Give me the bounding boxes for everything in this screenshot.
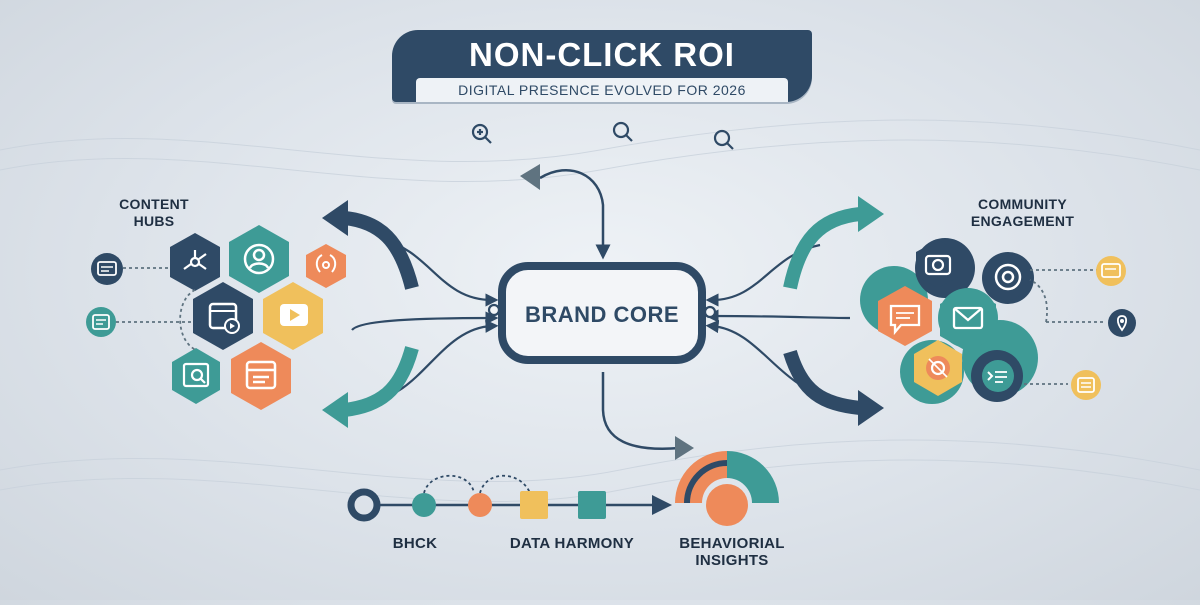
- bottom-timeline: [347, 474, 672, 522]
- brand-core-label: BRAND CORE: [524, 302, 680, 327]
- label-line: ENGAGEMENT: [970, 213, 1075, 229]
- behavioral-insights-label: BEHAVIORIAL INSIGHTS: [662, 535, 802, 569]
- calendar-icon: [245, 360, 277, 390]
- chat-bubble-icon: [889, 304, 921, 336]
- mail-icon: [952, 306, 984, 330]
- community-engagement-cluster: [860, 238, 1136, 404]
- hexagon: [986, 252, 1030, 302]
- label-line: BEHAVIORIAL: [679, 535, 785, 552]
- label-line: COMMUNITY: [977, 196, 1068, 212]
- timeline-node: [412, 493, 436, 517]
- hexagon: [170, 233, 220, 291]
- search-icon: [713, 129, 734, 150]
- content-hubs-cluster: [86, 225, 346, 410]
- timeline-node: [468, 493, 492, 517]
- list-icon: [1071, 370, 1101, 400]
- hexagon: [193, 282, 253, 350]
- left-curved-arrow-top: [322, 200, 419, 290]
- left-flow-lines: [351, 238, 501, 402]
- network-icon: [183, 250, 207, 270]
- podcast-icon: [315, 254, 337, 273]
- subtitle-strip: [416, 78, 788, 102]
- community-engagement-label: COMMUNITY ENGAGEMENT: [955, 196, 1090, 230]
- comment-icon: [1096, 256, 1126, 286]
- hexagon: [916, 240, 960, 288]
- play-video-icon: [280, 304, 308, 326]
- search-icon: [612, 121, 633, 142]
- magnify-document-icon: [182, 362, 210, 388]
- hexagon: [878, 286, 932, 346]
- right-flow-lines: [703, 243, 851, 397]
- timeline-node: [520, 491, 548, 519]
- page-title: NON-CLICK ROI: [469, 36, 735, 73]
- video-post-icon: [208, 302, 240, 334]
- share-icon: [926, 356, 950, 380]
- timeline-node: [578, 491, 606, 519]
- bhck-label: BHCK: [392, 535, 438, 552]
- bottom-arrow: [601, 372, 694, 460]
- user-profile-icon: [243, 243, 275, 275]
- camera-icon: [924, 254, 952, 276]
- title-banner: NON-CLICK ROI DIGITAL PRESENCE EVOLVED F…: [392, 30, 812, 102]
- data-harmony-label: DATA HARMONY: [509, 535, 635, 552]
- label-line: CONTENT: [119, 196, 189, 212]
- behavioral-insights-gauge: [675, 451, 779, 526]
- background-waves: [0, 119, 1200, 502]
- support-ring-icon: [994, 263, 1022, 291]
- location-pin-icon: [1108, 309, 1136, 337]
- content-hubs-label: CONTENT HUBS: [104, 196, 204, 230]
- label-line: HUBS: [133, 213, 175, 229]
- hexagon: [306, 244, 346, 288]
- message-board-icon: [91, 253, 123, 285]
- label-line: INSIGHTS: [695, 552, 769, 569]
- page-subtitle: DIGITAL PRESENCE EVOLVED FOR 2026: [458, 82, 746, 98]
- hexagon: [172, 348, 220, 404]
- article-icon: [86, 307, 116, 337]
- right-curved-arrow-top: [783, 196, 884, 290]
- left-curved-arrow-bottom: [322, 346, 419, 428]
- brand-core-node: BRAND CORE: [498, 262, 706, 364]
- timeline-ring-node: [347, 488, 381, 522]
- engagement-list-icon: [982, 360, 1014, 392]
- right-curved-arrow-bottom: [783, 349, 884, 426]
- top-loop-arrow: [520, 164, 611, 260]
- search-icon: [471, 123, 492, 144]
